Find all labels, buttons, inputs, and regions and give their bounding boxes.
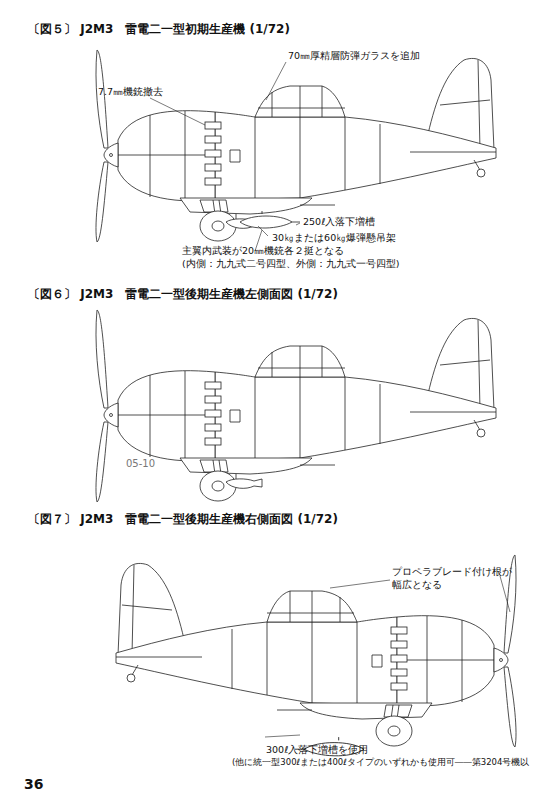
callout-note: (内側：九九式二号四型、外側：九九式一号四型) [182, 258, 399, 269]
callout-note: 30㎏または60㎏爆弾懸吊架 [272, 232, 396, 243]
figure-heading: 〔図７〕 J2M3 雷電二一型後期生産機右側面図 (1/72) [28, 512, 338, 526]
page-number: 36 [24, 776, 43, 793]
callout-note: 70㎜厚精層防弾ガラスを追加 [288, 50, 420, 61]
pencil-mark: 05-10 [126, 458, 155, 470]
drop-tank [240, 211, 300, 228]
aircraft-side-view [116, 555, 516, 747]
callout-note: 300ℓ入落下増槽を使用 [266, 744, 368, 755]
callout-note: 幅広となる [392, 579, 442, 590]
callout-note: プロペラブレード付け根が [392, 566, 512, 577]
figure-heading: 〔図５〕 J2M3 雷電二一型初期生産機 (1/72) [28, 22, 290, 36]
aircraft-side-view [96, 50, 496, 242]
aircraft-side-view [96, 310, 496, 502]
bomb [226, 474, 262, 488]
callout-note: 7.7㎜機銃撤去 [98, 86, 163, 97]
callout-note: 250ℓ入落下増槽 [303, 216, 375, 227]
leader-lines [150, 62, 510, 737]
callout-note: (他に統一型300ℓまたは400ℓタイプのいずれかも使用可――第3204号機以 [232, 757, 529, 767]
figure-heading: 〔図６〕 J2M3 雷電二一型後期生産機左側面図 (1/72) [28, 287, 338, 301]
callout-note: 主翼内武装が20㎜機銃各２挺となる [182, 245, 344, 256]
